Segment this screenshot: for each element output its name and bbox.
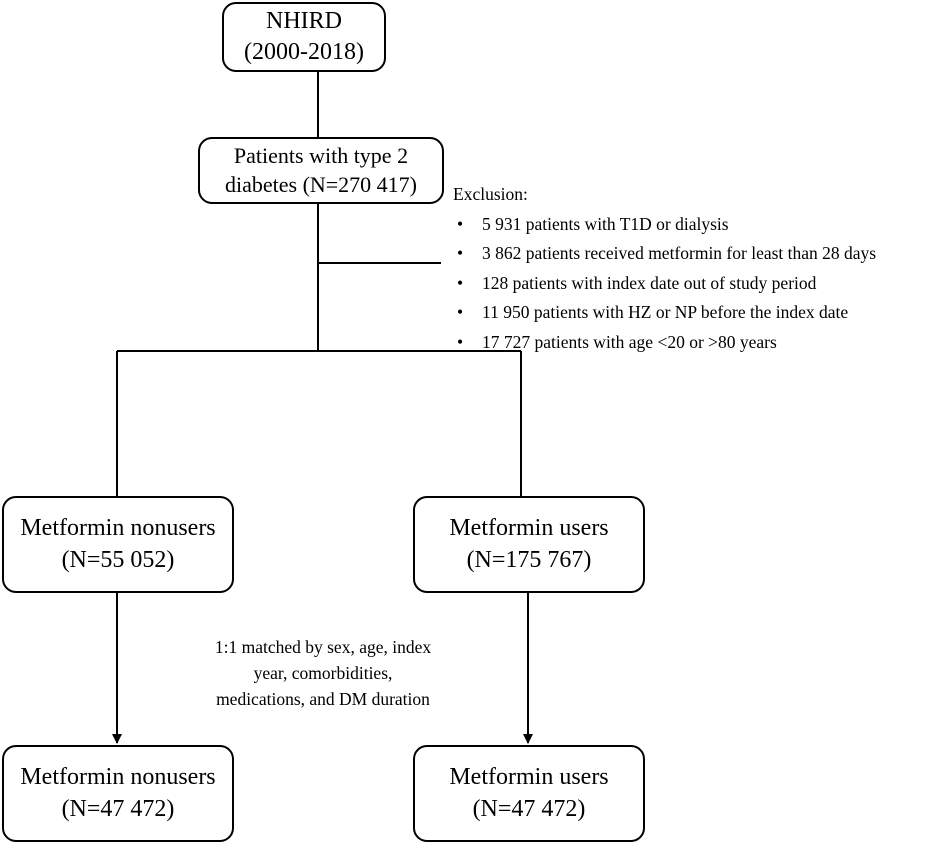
exclusion-item: 5 931 patients with T1D or dialysis	[453, 210, 876, 240]
matching-line: year, comorbidities,	[253, 663, 393, 683]
type2-diabetes-box: Patients with type 2 diabetes (N=270 417…	[198, 137, 444, 204]
matching-line: medications, and DM duration	[216, 689, 430, 709]
type2-diabetes-label: Patients with type 2	[233, 142, 409, 168]
exclusion-item: 3 862 patients received metformin for le…	[453, 239, 876, 269]
nonusers-after-count: (N=47 472)	[61, 795, 175, 822]
users-before-label: Metformin users	[449, 515, 609, 542]
exclusion-criteria: Exclusion: 5 931 patients with T1D or di…	[453, 180, 876, 357]
nonusers-after-matching-box: Metformin nonusers (N=47 472)	[2, 745, 234, 842]
exclusion-list: 5 931 patients with T1D or dialysis 3 86…	[453, 210, 876, 358]
type2-diabetes-count: diabetes (N=270 417)	[224, 171, 418, 197]
users-after-count: (N=47 472)	[472, 795, 586, 822]
nhird-period: (2000-2018)	[244, 39, 364, 65]
nonusers-after-label: Metformin nonusers	[20, 764, 216, 791]
nonusers-before-count: (N=55 052)	[61, 546, 175, 573]
users-before-count: (N=175 767)	[466, 546, 592, 573]
users-after-label: Metformin users	[449, 764, 609, 791]
users-after-matching-box: Metformin users (N=47 472)	[413, 745, 645, 842]
nhird-box: NHIRD (2000-2018)	[222, 2, 386, 72]
exclusion-item: 128 patients with index date out of stud…	[453, 269, 876, 299]
nonusers-before-label: Metformin nonusers	[20, 515, 216, 542]
matching-line: 1:1 matched by sex, age, index	[214, 637, 432, 657]
exclusion-title: Exclusion:	[453, 184, 528, 204]
exclusion-item: 11 950 patients with HZ or NP before the…	[453, 298, 876, 328]
nhird-label: NHIRD	[266, 7, 342, 34]
matching-criteria: 1:1 matched by sex, age, index year, com…	[192, 634, 454, 712]
exclusion-item: 17 727 patients with age <20 or >80 year…	[453, 328, 876, 358]
users-before-matching-box: Metformin users (N=175 767)	[413, 496, 645, 593]
nonusers-before-matching-box: Metformin nonusers (N=55 052)	[2, 496, 234, 593]
